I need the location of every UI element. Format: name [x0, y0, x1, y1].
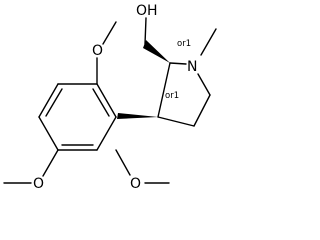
- double-bond-inner-1-2: [92, 88, 110, 117]
- hydroxyl-label: OH: [136, 3, 158, 19]
- stereo-label-c2: or1: [177, 39, 191, 49]
- nitrogen-label: N: [187, 59, 197, 75]
- hydroxymethyl-group: OH: [136, 3, 170, 63]
- wedge-bond-c2-ch2: [143, 40, 170, 63]
- wedge-bond-c3-aryl: [117, 113, 158, 119]
- methoxy-top-oxygen-label: O: [92, 43, 103, 59]
- bond-ring-o-left: [42, 149, 59, 177]
- bond-c5-c4: [193, 94, 211, 127]
- methoxy-bottom: O: [115, 149, 170, 192]
- bond-ring-6-1: [96, 116, 117, 151]
- bond-ring-o-bottom: [115, 149, 131, 176]
- bond-c4-c3: [157, 116, 195, 127]
- methoxy-left: O: [3, 149, 59, 192]
- bond-n1-c5: [197, 73, 211, 96]
- pyrrolidine-ring: [157, 28, 217, 127]
- bond-n1-methyl: [200, 28, 217, 56]
- methoxy-left-oxygen-label: O: [33, 176, 44, 192]
- bond-ring-1-2: [96, 83, 117, 118]
- bond-ring-3-4: [38, 83, 59, 118]
- bond-c3-c2: [157, 62, 171, 118]
- bond-ch2-oh: [144, 17, 147, 45]
- methoxy-top: O: [92, 21, 117, 85]
- bond-ring-4-5: [38, 116, 59, 151]
- benzene-ring: [38, 83, 117, 151]
- bond-c2-n1: [169, 62, 187, 65]
- bond-o-methyl-top: [102, 21, 117, 45]
- stereo-label-c3: or1: [165, 91, 179, 101]
- chemical-structure: OH N or1 or1 O O O: [3, 3, 217, 192]
- double-bond-inner-3-4: [45, 88, 63, 117]
- methoxy-bottom-oxygen-label: O: [130, 176, 141, 192]
